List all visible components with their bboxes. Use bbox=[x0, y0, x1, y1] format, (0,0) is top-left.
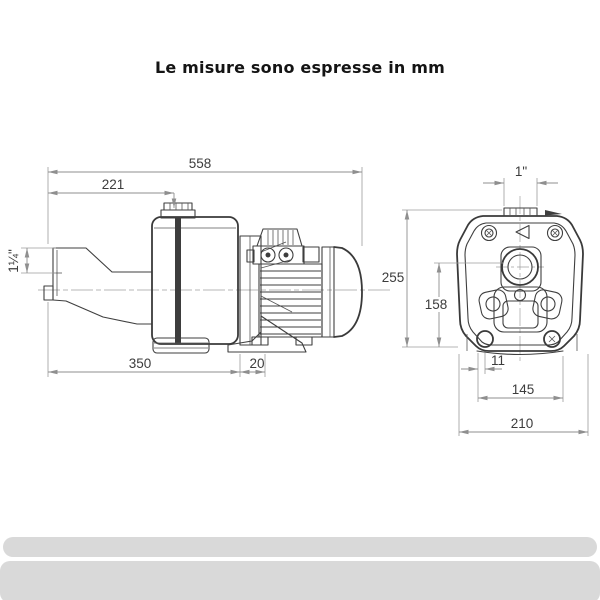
dim-outlet-thread: 1" bbox=[515, 164, 528, 179]
suction-port-assembly bbox=[478, 246, 563, 333]
foot-screw-right bbox=[543, 330, 561, 348]
drain-stub bbox=[43, 285, 54, 301]
side-view: 558 221 1¼" 350 20 bbox=[6, 156, 392, 377]
dim-base-length: 350 bbox=[129, 356, 152, 371]
pump-housing bbox=[151, 202, 239, 354]
motor-fin-block bbox=[258, 263, 323, 338]
fan-cover bbox=[321, 246, 363, 338]
dim-total-width: 210 bbox=[511, 416, 534, 431]
suction-port bbox=[501, 248, 539, 286]
motor-foot bbox=[295, 336, 313, 346]
motor-foot bbox=[251, 336, 269, 346]
clamp-band bbox=[175, 217, 181, 344]
terminal-box bbox=[252, 228, 305, 265]
front-view: 1" 255 158 11 145 21 bbox=[382, 164, 589, 436]
fill-cap bbox=[163, 202, 193, 211]
text-placeholder-bar-2 bbox=[0, 561, 600, 600]
dim-axis-height: 158 bbox=[425, 297, 448, 312]
units-note: Le misure sono espresse in mm bbox=[154, 58, 446, 77]
foot-hole-left bbox=[476, 330, 494, 348]
dim-hole-spacing: 145 bbox=[512, 382, 535, 397]
outlet-port bbox=[503, 207, 562, 217]
motor bbox=[246, 228, 363, 346]
ear-hole-left bbox=[485, 296, 501, 312]
ear-hole-right bbox=[540, 296, 556, 312]
text-placeholder-bar-1 bbox=[3, 537, 597, 557]
flow-direction-arrow-icon bbox=[515, 224, 530, 240]
bottom-chamber bbox=[152, 337, 210, 354]
dim-slot-offset: 11 bbox=[491, 353, 505, 368]
dim-port-offset: 221 bbox=[102, 177, 125, 192]
corner-screw-left bbox=[480, 224, 498, 242]
dim-total-height: 255 bbox=[382, 270, 405, 285]
corner-screw-right bbox=[546, 224, 564, 242]
dim-total-length: 558 bbox=[189, 156, 212, 171]
front-view-dimensions: 1" 255 158 11 145 21 bbox=[382, 164, 589, 436]
dim-inlet-thread: 1¼" bbox=[6, 249, 21, 273]
cable-gland bbox=[278, 247, 294, 263]
side-view-dimensions: 558 221 1¼" 350 20 bbox=[6, 156, 363, 377]
dim-foot-offset: 20 bbox=[249, 356, 264, 371]
cable-gland bbox=[260, 247, 276, 263]
inlet-body bbox=[43, 247, 153, 325]
